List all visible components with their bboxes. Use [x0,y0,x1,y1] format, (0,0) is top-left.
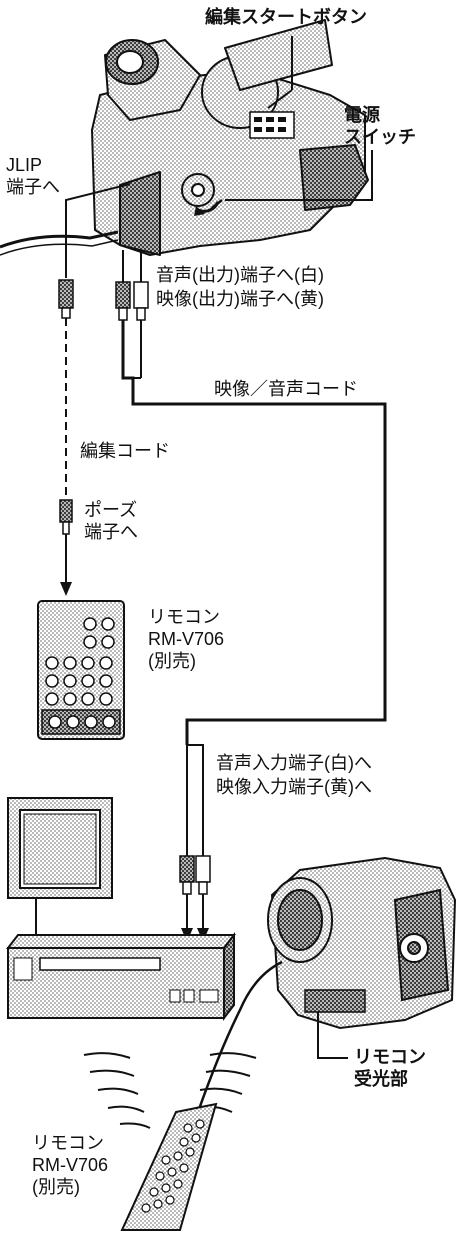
remote-to-camera-cable [196,960,283,1113]
remote-sensor-label-2: 受光部 [354,1069,408,1089]
bottom-camcorder [267,856,457,1030]
jlip-label-2: 端子へ [6,177,60,197]
top-remote-label-1: リモコン [148,607,220,627]
arrow-to-top-remote [60,582,72,596]
vcr [5,932,237,1021]
top-camcorder [91,19,369,256]
top-leaders [194,36,373,216]
top-remote-label-3: (別売) [148,651,196,671]
tv-monitor [7,797,113,935]
audio-out-label: 音声(出力)端子へ(白) [156,265,324,285]
edit-cord-top-plug [58,279,74,319]
bottom-remote-label-1: リモコン [32,1133,104,1153]
jlip-label-1: JLIP [6,155,43,175]
av-cable [121,320,387,858]
power-switch-label-1: 電源 [344,105,380,125]
edit-cord-label: 編集コード [80,441,170,461]
edit-start-button-label: 編集スタートボタン [205,7,367,27]
video-out-label: 映像(出力)端子へ(黄) [156,289,324,309]
av-cord-label: 映像／音声コード [214,379,358,399]
jlip-cable [0,183,131,278]
power-switch-label-2: スイッチ [344,127,416,147]
remote-sensor-label-1: リモコン [354,1047,426,1067]
bottom-remote-buttons [141,1119,205,1213]
pause-terminal-label-1: ポーズ [84,500,138,520]
audio-in-label: 音声入力端子(白)へ [216,753,372,773]
edit-cord-pause-plug [59,499,73,535]
bottom-remote-label-3: (別売) [32,1177,80,1197]
top-remote-label-2: RM-V706 [148,629,225,649]
bottom-remote-label-2: RM-V706 [32,1155,109,1175]
top-remote-buttons [41,617,121,735]
ir-waves [83,1052,257,1129]
pause-terminal-label-2: 端子へ [84,522,138,542]
sensor-leader [317,1012,348,1059]
video-in-label: 映像入力端子(黄)へ [216,777,372,797]
av-plugs-top [115,250,149,321]
av-plugs-bottom [179,855,211,895]
